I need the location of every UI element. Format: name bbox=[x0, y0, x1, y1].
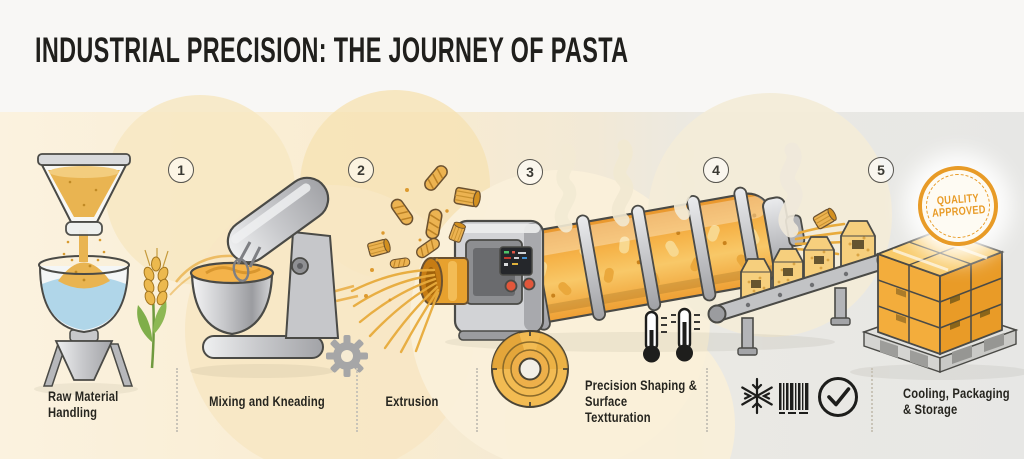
stage-label-cooling-packaging: Cooling, Packaging & Storage bbox=[903, 385, 1010, 417]
stage-number-4: 4 bbox=[703, 157, 729, 183]
pallet-boxes bbox=[861, 229, 1019, 374]
check-circle-icon bbox=[818, 377, 858, 417]
page-title: INDUSTRIAL PRECISION: THE JOURNEY OF PAS… bbox=[35, 31, 629, 70]
steam-wisps bbox=[554, 139, 803, 238]
section-divider-4 bbox=[706, 368, 708, 432]
stage-number-2: 2 bbox=[348, 157, 374, 183]
stage-number-1: 1 bbox=[168, 157, 194, 183]
conveyor-pallet-icon bbox=[707, 220, 1019, 374]
grain-hopper-funnel-icon bbox=[37, 153, 134, 387]
gear-icon bbox=[326, 335, 368, 377]
thermometer-icons bbox=[643, 307, 700, 363]
die-disc-icon bbox=[491, 330, 569, 408]
stage-label-extrusion: Extrusion bbox=[385, 393, 439, 409]
section-divider-3 bbox=[476, 368, 478, 432]
stage-label-raw-material: Raw Material Handling bbox=[48, 388, 119, 420]
section-divider-5 bbox=[871, 368, 873, 432]
stage-number-5: 5 bbox=[868, 157, 894, 183]
stand-mixer-icon bbox=[169, 176, 359, 359]
wheat-stalk-icon bbox=[137, 248, 169, 369]
section-divider-2 bbox=[356, 368, 358, 432]
stage-number-3: 3 bbox=[517, 159, 543, 185]
stage-label-precision-shaping: Precision Shaping & Surface Textturation bbox=[585, 377, 697, 425]
barcode-icon bbox=[779, 383, 809, 414]
stage-label-mixing: Mixing and Kneading bbox=[209, 393, 325, 409]
pasta-bags bbox=[740, 220, 876, 301]
section-divider-1 bbox=[176, 368, 178, 432]
snowflake-icon bbox=[741, 377, 773, 415]
